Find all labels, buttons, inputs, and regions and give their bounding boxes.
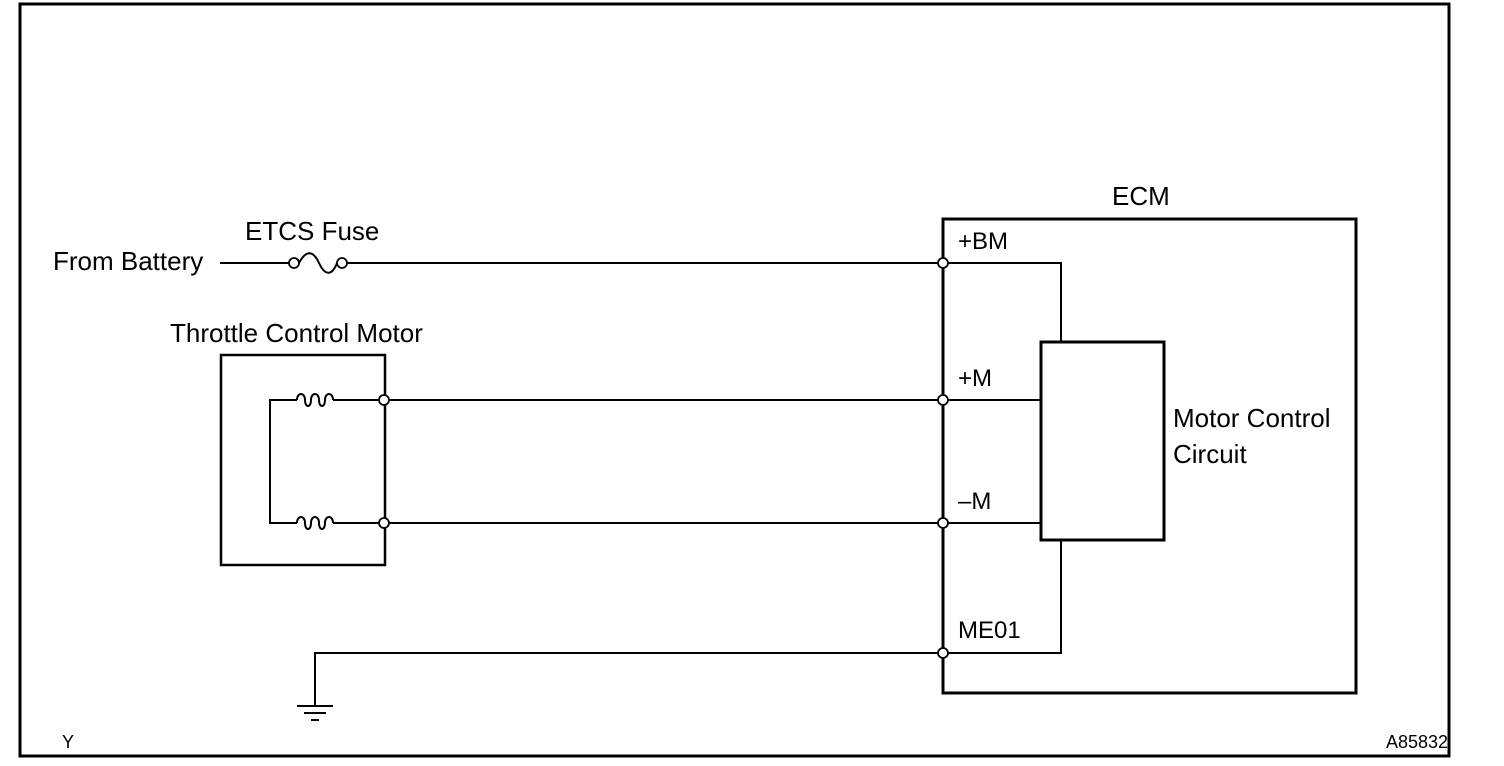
etcs-fuse-label: ETCS Fuse	[245, 216, 379, 246]
motor-control-label-line1: Motor Control	[1173, 403, 1331, 433]
throttle-control-motor-label: Throttle Control Motor	[170, 318, 423, 348]
terminal-me01	[937, 647, 949, 659]
motor-control-label-line2: Circuit	[1173, 439, 1247, 469]
ecm-box	[941, 217, 1358, 695]
motor-control-circuit-box	[1039, 340, 1166, 542]
motor-terminal-plus	[378, 394, 390, 406]
from-battery-label: From Battery	[53, 246, 203, 276]
terminal-plus-m	[937, 394, 949, 406]
fuse-icon	[288, 252, 348, 274]
corner-code-left: Y	[62, 732, 74, 752]
pin-me01-label: ME01	[958, 617, 1021, 644]
figure-id: A85832	[1386, 732, 1448, 752]
coil-icon	[296, 393, 379, 407]
ecm: ECM Motor Control Circuit +BM +M –M ME01	[937, 181, 1358, 695]
motor-terminal-minus	[378, 517, 390, 529]
pin-minus-m-label: –M	[958, 488, 991, 515]
terminal-minus-m	[937, 517, 949, 529]
ground-icon	[297, 705, 333, 721]
motor-box	[219, 353, 387, 567]
coil-icon	[296, 516, 379, 530]
ground	[297, 652, 938, 721]
terminal-plus-bm	[937, 257, 949, 269]
battery-feed: From Battery ETCS Fuse	[53, 216, 938, 276]
diagram-border	[18, 2, 1451, 758]
ecm-label: ECM	[1112, 181, 1170, 211]
throttle-control-motor: Throttle Control Motor	[170, 318, 423, 567]
pin-plus-m-label: +M	[958, 365, 992, 392]
pin-plus-bm-label: +BM	[958, 228, 1008, 255]
